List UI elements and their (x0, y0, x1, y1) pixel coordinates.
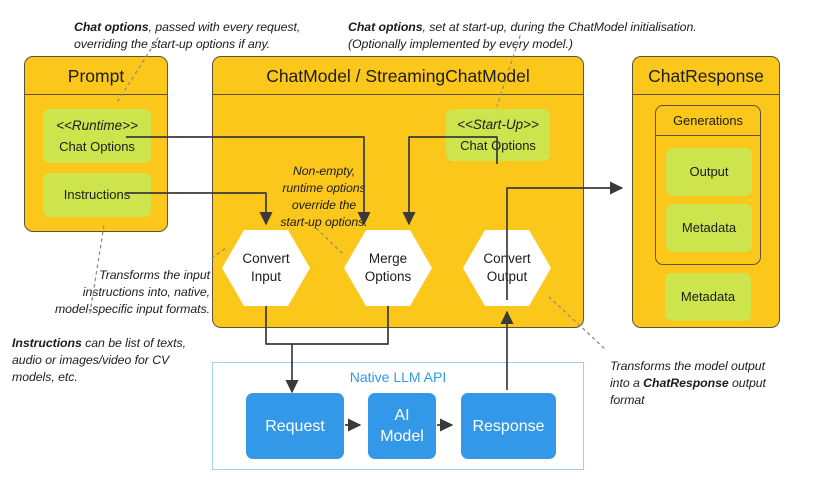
generations-output-label: Output (689, 164, 729, 179)
annotation-convert-output: Transforms the model output into a ChatR… (610, 341, 810, 409)
annotation-startup-bold: Chat options (348, 20, 423, 34)
generations-output-box[interactable]: Output (666, 148, 752, 196)
chatresponse-panel: ChatResponse Generations Output Metadata… (632, 56, 780, 328)
convert-output-line1: Convert (483, 251, 531, 266)
annotation-convert-output-bold: ChatResponse (643, 376, 729, 390)
convert-output-line2: Output (486, 269, 528, 284)
convert-input-line1: Convert (242, 251, 290, 266)
api-node-request[interactable]: Request (246, 393, 344, 459)
chatresponse-panel-title: ChatResponse (633, 57, 779, 95)
convert-input-line2: Input (250, 269, 282, 284)
annotation-convert-output-pre: Transforms the model output into a (610, 359, 765, 390)
prompt-panel-title: Prompt (25, 57, 167, 95)
api-node-response[interactable]: Response (461, 393, 556, 459)
startup-stereotype-label: <<Start-Up>> (457, 116, 539, 132)
annotation-runtime-chat-options: Chat options, passed with every request,… (74, 2, 374, 53)
chatmodel-startup-chat-options-box[interactable]: <<Start-Up>> Chat Options (446, 109, 550, 161)
generations-title: Generations (656, 106, 760, 136)
merge-options-line1: Merge (368, 251, 408, 266)
api-ai-model-line1: AI (394, 407, 410, 424)
generations-metadata-label: Metadata (681, 220, 737, 235)
annotation-startup-rest: , set at start-up, during the ChatModel … (348, 20, 697, 51)
annotation-merge-text: Non-empty, runtime options override the … (280, 164, 368, 229)
annotation-merge-options: Non-empty, runtime options override the … (270, 146, 378, 231)
annotation-instructions-bold: Instructions (12, 336, 82, 350)
merge-options-line2: Options (364, 269, 412, 284)
instructions-label: Instructions (63, 187, 131, 202)
chatresponse-metadata-label: Metadata (680, 289, 736, 304)
generations-subpanel: Generations Output Metadata (655, 105, 761, 265)
native-llm-api-panel: Native LLM API Request AI Model Response (212, 362, 584, 470)
annotation-startup-chat-options: Chat options, set at start-up, during th… (348, 2, 788, 53)
annotation-instructions: Instructions can be list of texts, audio… (12, 318, 212, 386)
prompt-panel: Prompt <<Runtime>> Chat Options Instruct… (24, 56, 168, 232)
annotation-convert-input-text: Transforms the input instructions into, … (54, 268, 210, 316)
runtime-chat-options-label: Chat Options (59, 138, 135, 154)
runtime-stereotype-label: <<Runtime>> (56, 117, 138, 133)
native-llm-api-title: Native LLM API (349, 369, 447, 385)
annotation-convert-output-post: output format (610, 376, 766, 407)
startup-chat-options-label: Chat Options (460, 137, 536, 153)
chatresponse-metadata-box[interactable]: Metadata (665, 273, 751, 321)
annotation-instructions-rest: can be list of texts, audio or images/vi… (12, 336, 186, 384)
prompt-instructions-box[interactable]: Instructions (43, 173, 151, 217)
chatmodel-panel-title: ChatModel / StreamingChatModel (213, 57, 583, 95)
prompt-runtime-chat-options-box[interactable]: <<Runtime>> Chat Options (43, 109, 151, 163)
annotation-runtime-bold: Chat options (74, 20, 149, 34)
annotation-convert-input: Transforms the input instructions into, … (20, 250, 210, 318)
api-response-label: Response (472, 417, 545, 435)
api-node-ai-model[interactable]: AI Model (368, 393, 436, 459)
generations-metadata-box[interactable]: Metadata (666, 204, 752, 252)
api-request-label: Request (265, 417, 325, 435)
api-ai-model-line2: Model (380, 428, 424, 445)
